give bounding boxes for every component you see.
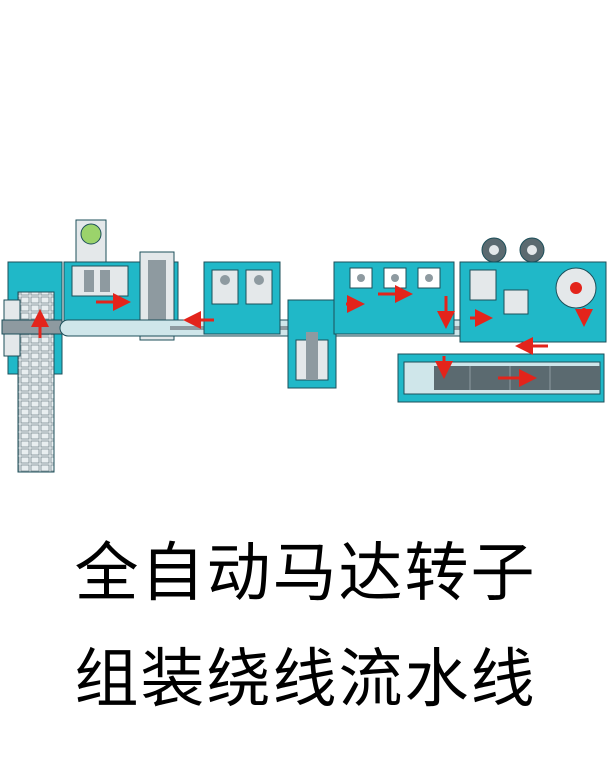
- station-press: [287, 299, 337, 389]
- spool-icon: [80, 223, 102, 245]
- station-winding-2: [333, 261, 455, 335]
- caption-line-2: 组装绕线流水线: [74, 643, 537, 717]
- station-spools: [459, 237, 607, 343]
- assembly-line-diagram: [1, 219, 607, 473]
- caption-line-1: 全自动马达转子: [74, 537, 537, 611]
- station-winding-1: [183, 261, 281, 335]
- output-conveyor: [397, 337, 605, 403]
- feeder-column: [1, 261, 63, 473]
